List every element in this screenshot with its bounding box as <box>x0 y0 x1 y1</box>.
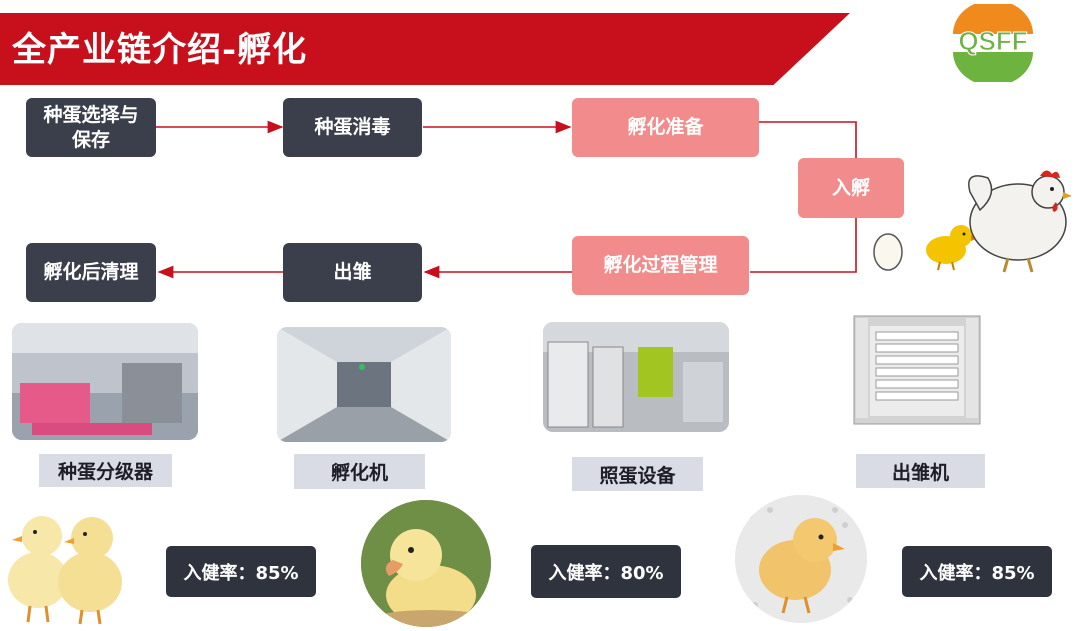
duckling-photo <box>361 500 491 627</box>
flow-step-label: 孵化准备 <box>627 116 704 139</box>
flow-step-preparation: 孵化准备 <box>572 98 759 157</box>
chick-on-tray-photo <box>735 495 867 623</box>
equipment-label-incubator: 孵化机 <box>294 454 425 489</box>
flow-step-hatching: 出雏 <box>283 243 422 302</box>
hatch-rate-chick: 入健率：85% <box>902 546 1052 597</box>
egg-candling-equipment-photo <box>543 322 729 432</box>
flow-step-label: 种蛋选择与保存 <box>43 103 139 151</box>
flow-step-setting: 入孵 <box>798 158 904 218</box>
flow-step-egg-selection: 种蛋选择与保存 <box>26 98 156 157</box>
logo-text: QSFF <box>958 26 1027 56</box>
flow-step-label: 孵化过程管理 <box>603 254 718 277</box>
flow-step-disinfection: 种蛋消毒 <box>283 98 422 157</box>
hatch-rate-chicken: 入健率：85% <box>166 546 316 597</box>
incubator-photo <box>277 327 451 442</box>
flow-step-label: 孵化后清理 <box>43 261 139 284</box>
page-title: 全产业链介绍-孵化 <box>12 30 308 70</box>
egg-grader-photo <box>12 323 198 440</box>
hatch-rate-duck: 入健率：80% <box>531 545 681 598</box>
equipment-label-egg-grader: 种蛋分级器 <box>39 454 172 487</box>
equipment-label-hatcher: 出雏机 <box>856 454 985 488</box>
hatcher-machine-photo <box>832 310 1002 428</box>
two-chicks-photo <box>0 500 135 628</box>
flow-step-cleanup: 孵化后清理 <box>26 243 156 302</box>
flow-step-process-management: 孵化过程管理 <box>572 236 749 295</box>
title-banner <box>0 13 850 85</box>
flow-step-label: 出雏 <box>333 261 372 284</box>
qsff-logo: QSFF <box>945 4 1041 82</box>
hen-chick-egg-illustration <box>868 162 1078 277</box>
flow-step-label: 种蛋消毒 <box>314 116 391 139</box>
equipment-label-candling: 照蛋设备 <box>572 457 703 491</box>
flow-step-label: 入孵 <box>831 176 870 199</box>
